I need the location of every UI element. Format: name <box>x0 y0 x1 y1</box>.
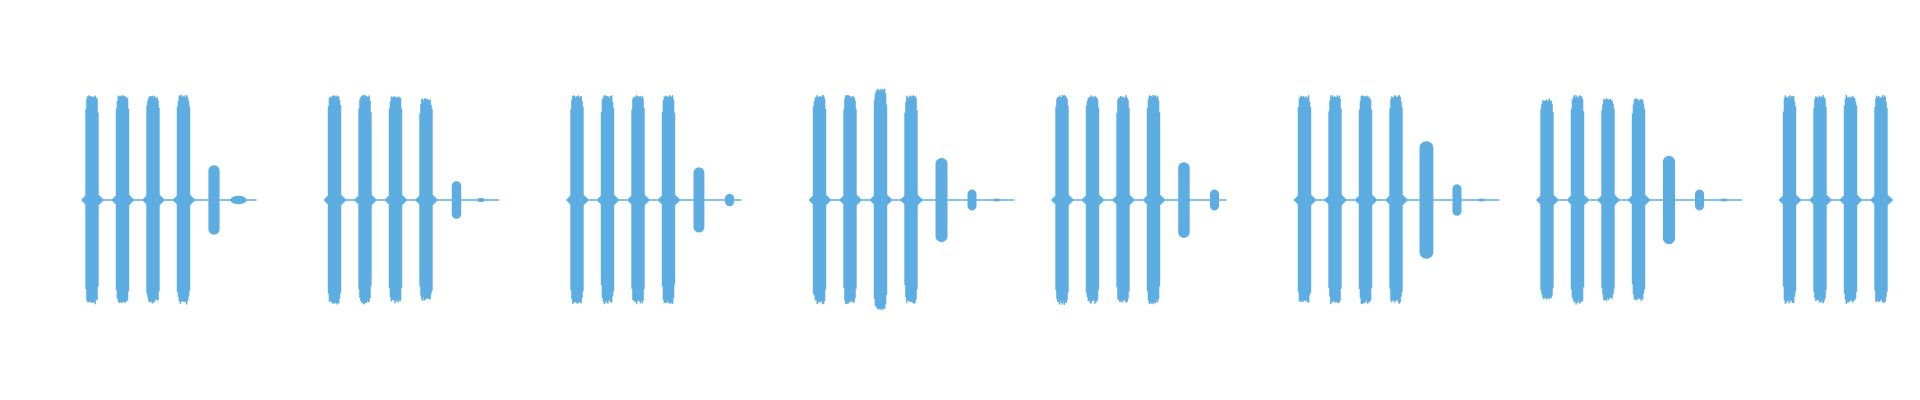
waveform-pulse <box>935 158 948 242</box>
waveform-pulse <box>693 167 705 233</box>
waveform-pulse <box>230 195 247 205</box>
waveform-pulse <box>1419 141 1434 259</box>
burst-group <box>1293 95 1500 305</box>
waveform-pulse <box>1839 95 1863 304</box>
waveform-pulse <box>1112 95 1135 303</box>
waveform-pulse <box>1051 95 1074 305</box>
waveform-pulse <box>967 189 977 211</box>
waveform-pulse <box>1870 95 1893 303</box>
waveform-pulse <box>1720 198 1728 202</box>
waveform-pulse <box>1210 189 1219 211</box>
waveform-pulse <box>657 95 681 304</box>
waveform-pulse <box>1536 98 1559 300</box>
burst-groups <box>81 88 1893 310</box>
burst-group <box>1778 95 1893 304</box>
waveform-pulse <box>477 197 485 203</box>
waveform-pulse <box>415 98 438 301</box>
burst-group <box>808 88 1015 310</box>
waveform-pulse <box>1081 95 1105 304</box>
waveform-pulse <box>596 95 620 305</box>
waveform-pulse <box>1778 95 1802 304</box>
waveform-pulse <box>1142 95 1166 305</box>
waveform-pulse <box>566 95 589 304</box>
waveform-pulse <box>900 95 923 304</box>
waveform-pulse <box>1452 184 1462 216</box>
waveform-pulse <box>1178 162 1190 238</box>
waveform-pulse <box>208 165 220 235</box>
burst-group <box>1536 95 1742 305</box>
waveform-pulse <box>1695 189 1704 211</box>
burst-group <box>81 95 257 305</box>
waveform-pulse <box>725 193 734 207</box>
waveform-pulse <box>354 95 377 305</box>
waveform-pulse <box>1385 95 1408 304</box>
waveform-pulse <box>81 95 104 305</box>
waveform-pulse <box>1662 155 1676 245</box>
burst-group <box>566 95 742 305</box>
waveform-pulse <box>451 181 462 219</box>
waveform-pulse <box>1566 95 1590 305</box>
waveform-pulse <box>869 88 893 310</box>
waveform-pulse <box>992 198 1001 202</box>
waveform-pulse <box>384 96 408 304</box>
waveform-pulse <box>142 95 165 304</box>
burst-group <box>323 95 499 305</box>
burst-group <box>1051 95 1227 305</box>
waveform-pulse <box>1354 95 1378 305</box>
waveform-pulse <box>627 95 650 305</box>
waveform-pulse <box>1324 95 1347 305</box>
waveform-pulse <box>1477 198 1486 202</box>
waveform-pulse <box>111 95 135 303</box>
waveform-pulse <box>172 95 196 305</box>
waveform-pulse <box>839 95 862 305</box>
waveform-pulse <box>808 95 832 305</box>
waveform-pulse <box>323 95 347 305</box>
waveform-pulse <box>1809 95 1832 304</box>
waveform-pulse <box>1293 95 1317 303</box>
waveform-pulse <box>1627 98 1651 301</box>
waveform-pulse <box>1597 98 1620 302</box>
